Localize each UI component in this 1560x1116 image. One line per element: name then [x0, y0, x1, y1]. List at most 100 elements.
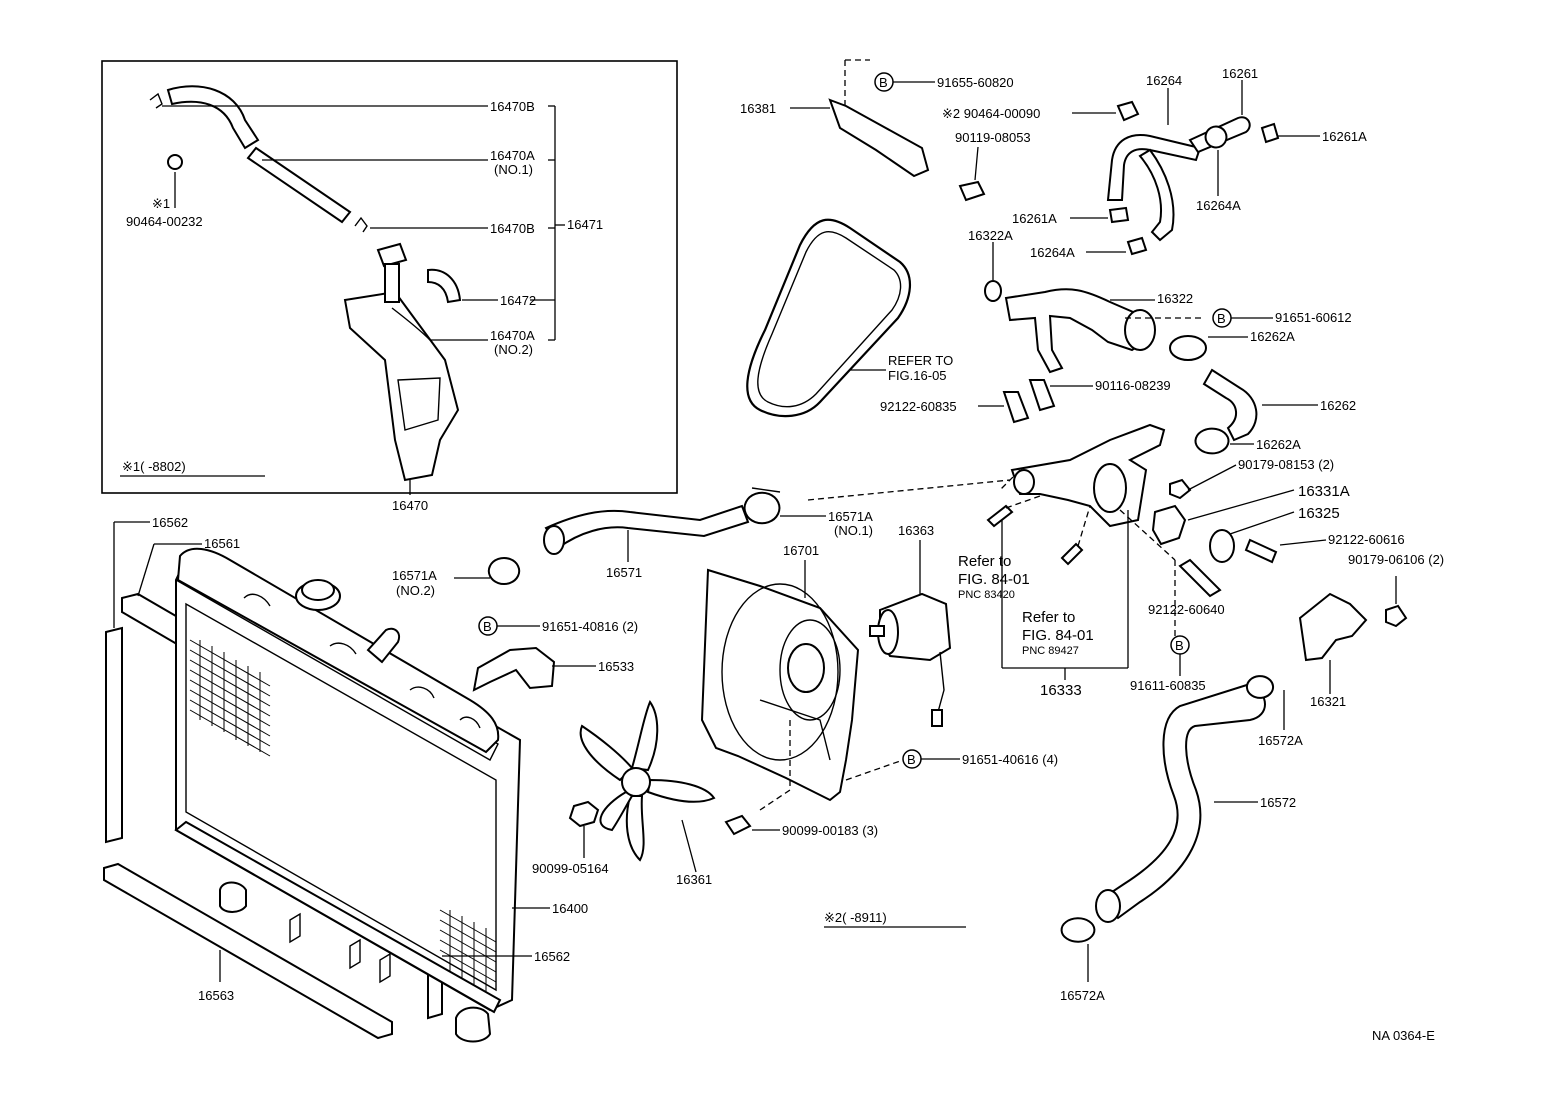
label-90099-00183: 90099-00183 (3): [782, 823, 878, 838]
clip-icon: [149, 92, 163, 109]
clamp-icon: [1126, 236, 1148, 256]
clip-ring-icon: [167, 154, 183, 170]
bolt-b-marker: B: [1212, 308, 1232, 328]
radiator-core-hatch: [189, 639, 497, 996]
label-16470B: 16470B: [490, 99, 535, 114]
label-90099-05164: 90099-05164: [532, 861, 609, 876]
hose-16572: [1098, 682, 1266, 920]
clamp-icon: [1260, 122, 1280, 144]
label-16561: 16561: [204, 536, 240, 551]
label-91611-60835: 91611-60835: [1130, 678, 1206, 693]
label-mark-1: ※1: [152, 196, 170, 211]
label-16333: 16333: [1040, 682, 1082, 699]
label-16472: 16472: [500, 293, 536, 308]
bolt-b-marker: B: [874, 72, 894, 92]
label-16563: 16563: [198, 988, 234, 1003]
label-90116-08239: 90116-08239: [1095, 378, 1171, 393]
label-16571A: 16571A: [828, 509, 873, 524]
label-16533: 16533: [598, 659, 634, 674]
label-16470: 16470: [392, 498, 428, 513]
label-16261: 16261: [1222, 66, 1258, 81]
refer-text: FIG.16-05: [888, 368, 947, 383]
drive-belt: [746, 218, 912, 418]
label-90464-00232: 90464-00232: [126, 214, 203, 229]
inset-note: ※1( -8802): [122, 459, 186, 474]
label-16363: 16363: [898, 523, 934, 538]
water-inlet-16321: [1298, 592, 1368, 662]
reservoir-neck: [384, 263, 400, 303]
reservoir-cap: [376, 242, 408, 268]
label-91651-60612: 91651-60612: [1275, 310, 1352, 325]
label-16262A: 16262A: [1250, 329, 1295, 344]
label-16470A-no2: (NO.2): [494, 342, 533, 357]
clip-icon: [1116, 100, 1140, 122]
label-16571A-no2: (NO.2): [396, 583, 435, 598]
reservoir-tank: [343, 290, 460, 482]
fan-shroud-16701: [700, 568, 860, 802]
label-16322A: 16322A: [968, 228, 1013, 243]
refer-text: PNC 89427: [1022, 645, 1079, 657]
label-16701: 16701: [783, 543, 819, 558]
label-16471: 16471: [567, 217, 603, 232]
bolt-b-marker: B: [902, 749, 922, 769]
label-16571A: 16571A: [392, 568, 437, 583]
svg-text:B: B: [1175, 638, 1184, 653]
refer-text: PNC 83420: [958, 589, 1015, 601]
refer-text: FIG. 84-01: [1022, 627, 1094, 644]
label-16572A: 16572A: [1258, 733, 1303, 748]
hose-16264-lower: [1138, 148, 1175, 242]
label-90464-00090: ※2 90464-00090: [942, 106, 1040, 121]
radiator-outlet: [219, 881, 247, 913]
gasket-16325: [1209, 529, 1235, 563]
label-91651-40616: 91651-40616 (4): [962, 752, 1058, 767]
clamp-16571A: [743, 491, 781, 525]
label-92122-60835: 92122-60835: [880, 399, 957, 414]
bolt-icon: [958, 180, 986, 202]
label-16261A: 16261A: [1322, 129, 1367, 144]
label-16331A: 16331A: [1298, 483, 1350, 500]
clip-icon: [354, 216, 368, 233]
label-16400: 16400: [552, 901, 588, 916]
rubber-strip-16562: [105, 626, 123, 844]
note-2: ※2( -8911): [824, 910, 887, 925]
label-16322: 16322: [1157, 291, 1193, 306]
fan-16361: [579, 699, 716, 862]
radiator-bottom-tank: [174, 820, 502, 1014]
hose-16571: [544, 504, 750, 550]
label-91655-60820: 91655-60820: [937, 75, 1014, 90]
label-16562: 16562: [534, 949, 570, 964]
gasket-16322A: [984, 280, 1002, 302]
refer-text: Refer to: [958, 553, 1011, 570]
label-16470B: 16470B: [490, 221, 535, 236]
label-16381: 16381: [740, 101, 776, 116]
label-90179-08153: 90179-08153 (2): [1238, 457, 1334, 472]
hose-16264: [1106, 134, 1202, 201]
bolt-icon: [1385, 604, 1408, 628]
label-16470A-no1: (NO.1): [494, 162, 533, 177]
radiator-inlet-pipe: [366, 627, 400, 664]
label-16264A: 16264A: [1030, 245, 1075, 260]
clamp-icon: [1108, 206, 1130, 224]
label-16262: 16262: [1320, 398, 1356, 413]
svg-text:B: B: [879, 75, 888, 90]
label-92122-60640: 92122-60640: [1148, 602, 1225, 617]
refer-text: Refer to: [1022, 609, 1075, 626]
bracket-16381: [828, 98, 930, 178]
sender-icon: [986, 504, 1014, 528]
bracket-16533: [472, 646, 556, 692]
label-16325: 16325: [1298, 505, 1340, 522]
stud-icon: [1002, 391, 1030, 424]
label-90119-08053: 90119-08053: [955, 130, 1031, 145]
svg-text:B: B: [483, 619, 492, 634]
label-16261A: 16261A: [1012, 211, 1057, 226]
figure-code: NA 0364-E: [1372, 1028, 1435, 1043]
clamp-icon: [1204, 125, 1228, 149]
svg-text:B: B: [1217, 311, 1226, 326]
label-92122-60616: 92122-60616: [1328, 532, 1405, 547]
radiator-top-tank: [176, 547, 500, 754]
reservoir-hose-upper: [166, 85, 260, 150]
label-16571: 16571: [606, 565, 642, 580]
label-16572: 16572: [1260, 795, 1296, 810]
clamp-16262A: [1194, 427, 1230, 455]
